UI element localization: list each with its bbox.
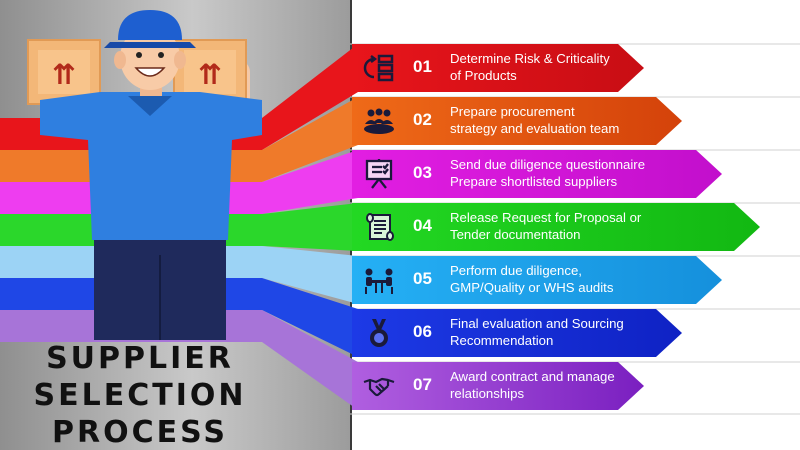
cap [118, 10, 182, 40]
step-01: 01 Determine Risk & Criticality of Produc… [352, 44, 644, 92]
step-07: 07 Award contract and manage relationship… [352, 362, 644, 410]
step-text-line-1: Send due diligence questionnaire [450, 157, 646, 172]
step-text: Perform due diligence, GMP/Quality or WHS… [450, 262, 613, 296]
step-text: Determine Risk & Criticality of Products [450, 50, 610, 84]
scroll-document-icon [366, 213, 394, 241]
svg-text:⇈: ⇈ [52, 58, 75, 91]
step-text: Release Request for Proposal or Tender do… [450, 209, 641, 243]
step-number: 01 [413, 57, 432, 76]
step-04: 04 Release Request for Proposal or Tender… [352, 203, 760, 251]
step-text-line-1: Award contract and manage [450, 369, 615, 384]
step-number: 07 [413, 375, 432, 394]
step-text-line-2: Recommendation [450, 333, 554, 348]
step-text-line-2: of Products [450, 68, 517, 83]
step-number: 02 [413, 110, 432, 129]
step-07-arrow [352, 362, 644, 410]
fan-band-7 [0, 310, 358, 410]
page-title: SUPPLIER SELECTION PROCESS [20, 340, 260, 450]
step-text-line-2: relationships [450, 386, 525, 401]
step-02-arrow [352, 97, 682, 145]
step-text: Award contract and manage relationships [450, 368, 615, 402]
collar [128, 96, 172, 116]
step-text-line-1: Perform due diligence, [450, 263, 582, 278]
step-number: 04 [413, 216, 432, 235]
step-02: 02 Prepare procurement strategy and evalu… [352, 97, 682, 145]
step-04-arrow [352, 203, 760, 251]
shirt [40, 92, 262, 240]
team-meeting-icon [364, 108, 394, 134]
step-text-line-1: Release Request for Proposal or [450, 210, 642, 225]
handshake-icon [363, 377, 395, 397]
fan-band-6 [0, 278, 358, 357]
medal-icon [370, 319, 388, 347]
svg-text:⇈: ⇈ [198, 58, 221, 91]
presentation-board-icon [365, 159, 393, 189]
title-line-3: PROCESS [52, 415, 228, 450]
step-text-line-2: GMP/Quality or WHS audits [450, 280, 614, 295]
delivery-person-illustration: ⇈ ⇈ [27, 10, 262, 340]
step-text-line-2: Prepare shortlisted suppliers [450, 174, 618, 189]
step-text-line-2: strategy and evaluation team [450, 121, 620, 136]
step-text-line-1: Prepare procurement [450, 104, 575, 119]
step-number: 03 [413, 163, 432, 182]
process-flow-icon [363, 54, 394, 82]
step-number: 05 [413, 269, 432, 288]
step-text: Prepare procurement strategy and evaluati… [450, 103, 619, 137]
step-number: 06 [413, 322, 432, 341]
interview-desk-icon [365, 268, 393, 294]
step-text-line-1: Determine Risk & Criticality [450, 51, 610, 66]
step-05-arrow [352, 256, 722, 304]
step-text-line-2: Tender documentation [450, 227, 581, 242]
title-line-2: SELECTION [33, 378, 247, 413]
left-box-icon: ⇈ [27, 39, 101, 105]
step-text-line-1: Final evaluation and Sourcing [450, 316, 624, 331]
step-05: 05 Perform due diligence, GMP/Quality or … [352, 256, 722, 304]
title-line-1: SUPPLIER [46, 341, 234, 376]
step-01-arrow [352, 44, 644, 92]
step-03-arrow [352, 150, 722, 198]
step-06-arrow [352, 309, 682, 357]
